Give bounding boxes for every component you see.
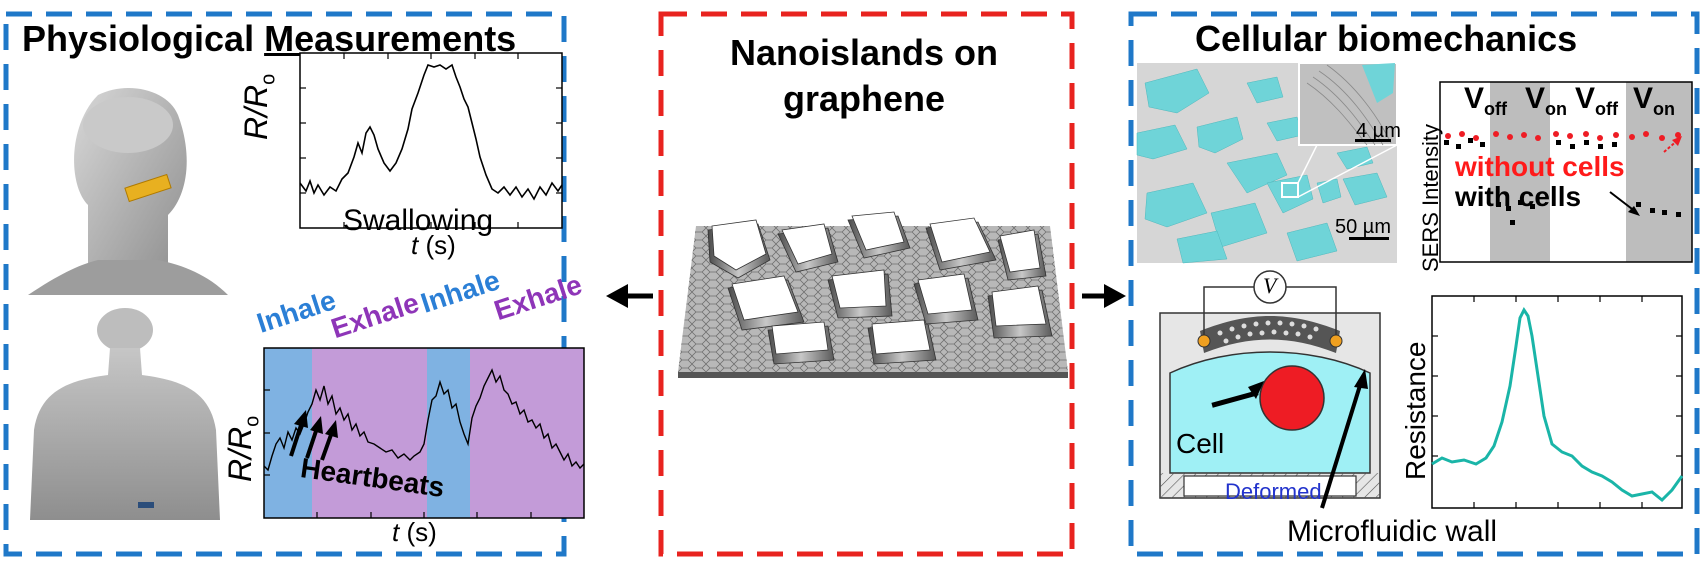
chest-sensor-icon [138, 502, 154, 508]
swallow-trace [299, 63, 563, 201]
neck-figure [28, 87, 228, 295]
electrode-right-icon [1329, 334, 1343, 348]
swallow-ylabel: R/Ro [238, 73, 280, 140]
heartbeat-arrows [289, 421, 334, 461]
title-word-physiological: Physiological [22, 18, 255, 59]
deformed-label: Deformed [1225, 479, 1322, 504]
wall-pointer-arrow [1320, 378, 1364, 509]
right-panel-title: Cellular biomechanics [1195, 18, 1578, 59]
chest-figure [30, 308, 220, 520]
breath-xlabel: t (s) [392, 517, 437, 547]
title-word-measurements: Measurements [264, 18, 517, 59]
main-scale-bar [1349, 237, 1389, 240]
breath-plot [263, 347, 585, 519]
inset-scale-bar [1355, 139, 1391, 142]
sers-segment-1: Von [1525, 82, 1568, 119]
microfluidic-wall-label: Microfluidic wall [1287, 515, 1498, 548]
sers-chart [1439, 81, 1693, 263]
without-cells-label: without cells [1455, 151, 1625, 182]
left-panel-frame [3, 11, 567, 557]
resistance-ylabel: Resistance [1400, 341, 1431, 480]
right-panel-frame [1128, 11, 1700, 557]
swallow-xlabel: t (s) [411, 230, 456, 260]
with-cells-label: with cells [1455, 181, 1582, 212]
main-scale-label: 50 µm [1335, 216, 1391, 238]
island-shapes [707, 211, 1053, 365]
deformed-box [1183, 475, 1357, 497]
voltmeter-icon [1253, 270, 1287, 304]
sers-segment-0: Voff [1464, 82, 1507, 119]
sensor-patch-icon [124, 173, 172, 203]
nanoislands-illustration [678, 211, 1068, 378]
resistance-chart [1431, 295, 1684, 509]
cell-label: Cell [1176, 428, 1225, 459]
cell-icon [1259, 365, 1325, 431]
voltmeter-label: V [1263, 273, 1277, 298]
swallow-annotation: Swallowing [343, 204, 494, 237]
sers-segment-3: Von [1633, 82, 1676, 119]
sers-ylabel: SERS Intensity [1418, 124, 1443, 272]
resistance-trace [1431, 307, 1684, 503]
without-cells-points [1445, 131, 1681, 141]
breath-trace [263, 368, 585, 472]
center-title-line1: Nanoislands on [729, 32, 999, 73]
sers-segment-2: Voff [1575, 82, 1618, 119]
right-arrow-icon [1082, 284, 1126, 308]
left-panel-title: Physiological Measurements [22, 18, 516, 60]
sem-selection-box [1281, 182, 1299, 198]
swallow-plot [299, 52, 563, 229]
sem-image [1136, 62, 1398, 264]
center-panel-frame [658, 11, 1075, 557]
device-schematic [1159, 270, 1381, 509]
with-cells-points [1444, 138, 1681, 225]
electrode-left-icon [1197, 334, 1211, 348]
inset-scale-label: 4 µm [1356, 120, 1401, 142]
breath-ylabel: R/Ro [222, 415, 264, 482]
center-title-line2: graphene [782, 78, 946, 119]
left-arrow-icon [606, 284, 653, 308]
sers-pointer-arrows [1609, 136, 1682, 216]
